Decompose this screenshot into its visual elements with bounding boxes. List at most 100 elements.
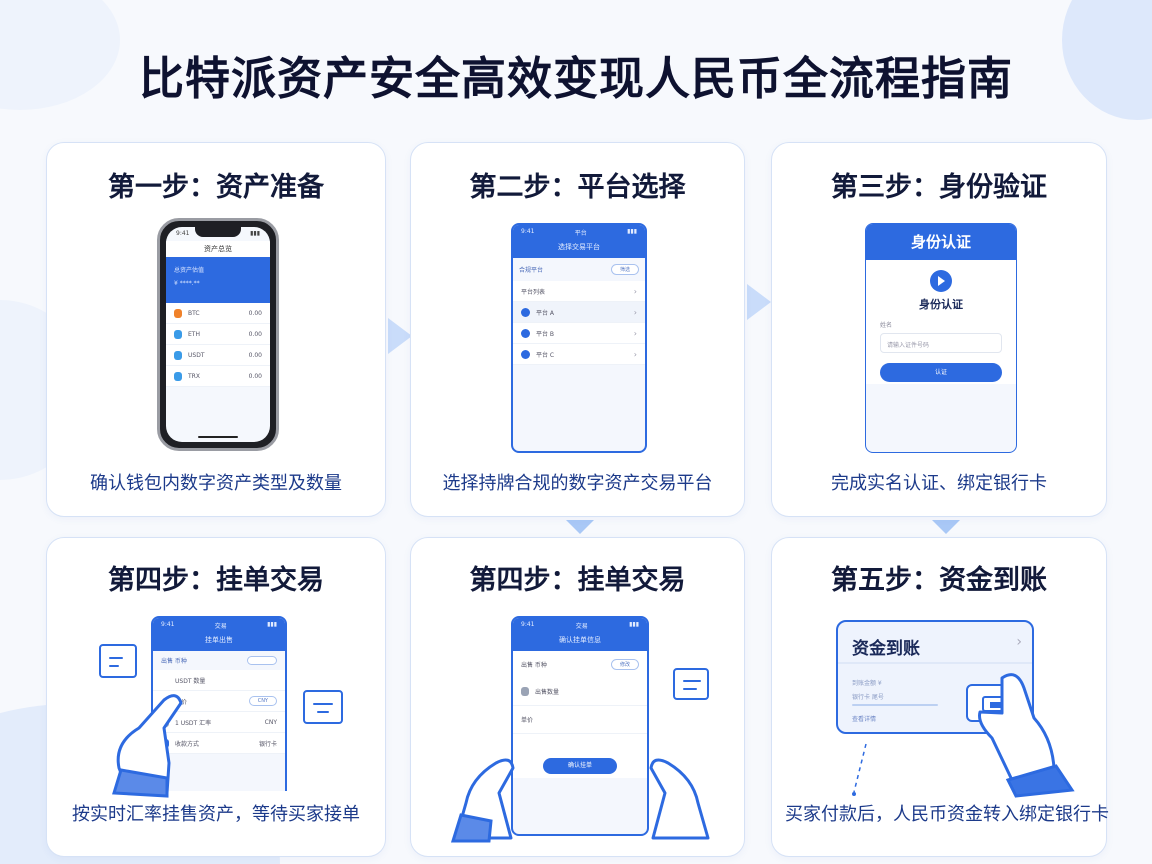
home-indicator [198,436,238,438]
chevron-right-icon: › [633,328,637,338]
asset-amount: 0.00 [248,309,262,317]
phone-notch [195,227,241,237]
toggle-switch[interactable] [247,656,277,665]
id-number-input[interactable]: 请输入证件号码 [880,333,1002,353]
coin-icon [174,371,182,381]
order-field: 收款方式 [175,740,200,748]
app-nav-title: 选择交易平台 [558,243,600,251]
amount-line: 到账金额 ¥ [852,680,882,687]
asset-row[interactable]: ETH 0.00 [166,324,270,345]
bank-line: 银行卡 尾号 [852,694,884,701]
shield-icon [521,307,530,317]
coin-icon [521,687,529,696]
platform-name: 平台列表 [521,288,546,296]
step-description: 买家付款后，人民币资金转入绑定银行卡 [785,804,1109,825]
step-description: 完成实名认证、绑定银行卡 [831,473,1047,494]
step-card-4: 第四步：挂单交易 9:41 交易 ▮▮▮ 挂单出售 出售 币种 USDT 数量 … [46,537,386,857]
asset-name: TRX [188,372,200,380]
banner-value: ¥ ****.** [174,280,200,287]
status-signal: ▮▮▮ [629,621,639,628]
arrow-down-icon [566,520,594,534]
note-bubble-icon [99,644,137,678]
platform-row[interactable]: 平台 B › [513,323,645,344]
step-description: 选择持牌合规的数字资产交易平台 [442,473,713,494]
step-card-5: 第五步：资金到账 资金到账 › 到账金额 ¥ 银行卡 尾号 查看详情 买家付款后… [771,537,1109,857]
chat-bubble-icon [673,668,709,700]
status-carrier: 交易 [575,623,588,630]
confirm-order-button[interactable]: 确认挂单 [543,758,617,774]
right-hand-icon [649,758,710,840]
order-row[interactable]: 单价 [513,706,647,734]
coin-icon [174,350,182,360]
arrow-down-icon [932,520,960,534]
platform-row[interactable]: 平台 A› [513,302,645,323]
phone-illustration: 9:41 ▮▮▮ 资产总览 总资产估值 ¥ ****.** BTC 0.00 E… [157,218,279,451]
verify-button[interactable]: 认证 [880,363,1002,382]
card-title: 资金到账 [852,639,920,659]
platform-name: 平台 A [536,309,555,317]
balance-banner: 总资产估值 ¥ ****.** [166,257,270,303]
app-nav-title: 确认挂单信息 [559,636,601,644]
platform-row[interactable]: 平台列表› [513,281,645,302]
chevron-right-icon: › [633,349,637,359]
platform-name: 平台 B [536,330,555,338]
id-header: 身份认证 [866,224,1016,260]
hand-icon [112,694,183,798]
status-time: 9:41 [521,228,535,235]
order-field: 1 USDT 汇率 [175,719,212,727]
edit-button[interactable]: 修改 [610,659,639,670]
step-card-1: 第一步：资产准备 9:41 ▮▮▮ 资产总览 总资产估值 ¥ ****.** B… [46,142,386,517]
order-value: CNY [248,696,277,706]
status-carrier: 平台 [574,230,587,237]
filter-label: 合规平台 [519,267,544,274]
step-card-3: 第三步：身份验证 身份认证 身份认证 姓名 请输入证件号码 认证 完成实名认证、… [771,142,1107,517]
order-value: 银行卡 [258,740,277,748]
page-title: 比特派资产安全高效变现人民币全流程指南 [138,52,1013,105]
order-value: CNY [264,718,277,726]
platform-name: 平台 C [536,351,555,359]
step-title: 第四步：挂单交易 [108,565,324,596]
asset-name: ETH [188,330,200,338]
id-subtitle: 身份认证 [919,298,963,311]
chevron-right-icon: › [1016,634,1022,650]
details-link[interactable]: 查看详情 [852,716,877,723]
filter-label: 出售 币种 [161,658,187,665]
status-time: 9:41 [521,621,535,628]
field-label: 姓名 [880,322,893,329]
platform-row[interactable]: 平台 C › [513,344,645,365]
coin-icon [174,329,182,339]
asset-row[interactable]: USDT 0.00 [166,345,270,366]
asset-name: BTC [188,309,200,317]
coin-icon [174,308,182,318]
app-nav-title: 资产总览 [166,241,270,257]
status-time: 9:41 [176,230,190,237]
status-carrier: 交易 [214,623,227,630]
step-title: 第三步：身份验证 [831,172,1047,203]
asset-amount: 0.00 [248,351,262,359]
shield-icon [521,349,530,359]
arrow-right-icon [747,284,771,320]
order-row[interactable]: 出售数量 [513,678,647,706]
filter-button[interactable]: 筛选 [610,264,639,275]
asset-name: USDT [188,351,205,359]
step-description: 确认钱包内数字资产类型及数量 [90,473,342,494]
order-field: 单价 [521,717,534,724]
shield-icon [521,328,530,338]
asset-row[interactable]: TRX 0.00 [166,366,270,387]
order-row[interactable]: USDT 数量 [153,670,285,691]
asset-row[interactable]: BTC 0.00 [166,303,270,324]
step-title: 第一步：资产准备 [108,172,324,203]
verify-icon [930,270,952,292]
dashed-line [852,743,867,796]
status-signal: ▮▮▮ [267,621,277,628]
step-card-2: 第二步：平台选择 9:41 平台 ▮▮▮ 选择交易平台 合规平台 筛选 平台列表… [410,142,745,517]
step-description: 按实时汇率挂售资产，等待买家接单 [72,804,360,825]
chat-bubble-icon [303,690,343,724]
order-field: 出售数量 [535,689,560,696]
app-nav-title: 挂单出售 [205,636,233,644]
banner-label: 总资产估值 [174,267,205,274]
arrow-right-icon [388,318,412,354]
step-card-4b: 第四步：挂单交易 9:41 交易 ▮▮▮ 确认挂单信息 出售 币种 修改 出售数… [410,537,745,857]
step-title: 第四步：挂单交易 [469,565,686,596]
order-field: USDT 数量 [175,677,206,685]
